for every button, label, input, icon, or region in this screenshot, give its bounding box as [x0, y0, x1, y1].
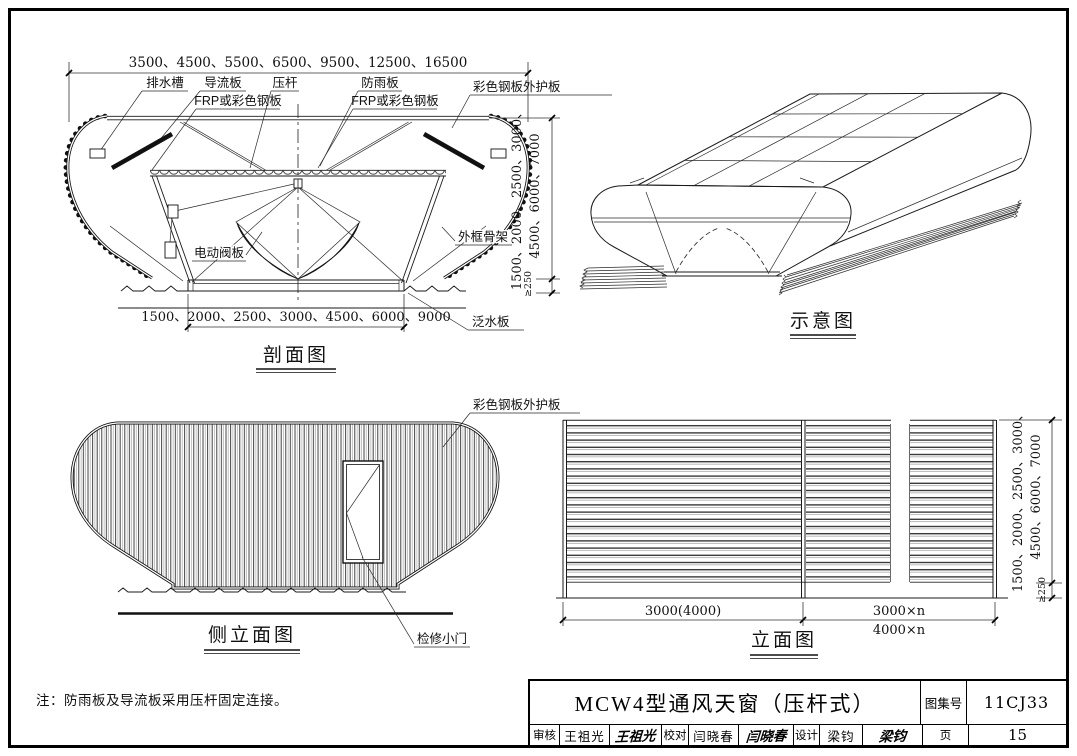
front-elevation-title: 立面图 — [751, 629, 817, 651]
reviewer-signature: 王祖光 — [610, 725, 662, 745]
rain-shield-label: 防雨板 — [361, 75, 399, 90]
schematic-view: 示意图 — [579, 92, 1032, 339]
reviewer-name: 王祖光 — [560, 725, 610, 745]
sheet-border — [8, 8, 1069, 748]
drain-channel — [89, 148, 106, 159]
valve-actuator — [167, 204, 179, 219]
schematic-title: 示意图 — [790, 310, 856, 332]
sheet-note: 注：防雨板及导流板采用压杆固定连接。 — [36, 693, 288, 708]
designer-signature: 梁钧 — [863, 725, 923, 745]
checker-name: 闫晓春 — [689, 725, 739, 745]
front-bays-3000n-dimension: 3000×n — [873, 604, 926, 619]
valve-leaf — [297, 222, 360, 280]
designer-name: 梁钧 — [820, 725, 863, 745]
page-label: 页 — [923, 725, 969, 745]
front-bay-dimension: 3000(4000) — [645, 604, 721, 619]
section-title: 剖面图 — [263, 344, 329, 366]
front-elevation-view: 3000(4000) 3000×n 4000×n 1500、2000、2500、… — [556, 408, 1062, 659]
deflector-plate — [110, 132, 174, 170]
deflector-plate — [422, 132, 486, 170]
atlas-number: 11CJ33 — [983, 693, 1050, 712]
drain-channel-label: 排水槽 — [146, 76, 184, 90]
section-outer-panel-label: 彩色钢板外护板 — [473, 79, 561, 94]
front-curb-min-dim: ≥250 — [1037, 577, 1048, 603]
designer-signature-text: 梁钧 — [878, 728, 907, 745]
drawing-title: MCW4型通风天窗（压杆式） — [530, 681, 921, 724]
checker-label: 校对 — [662, 725, 689, 745]
corrugated-roof-left — [579, 265, 668, 290]
front-height-dim-line1: 1500、2000、2500、3000、 — [1011, 408, 1026, 592]
front-bays-4000n-dimension: 4000×n — [873, 623, 926, 638]
access-door — [342, 460, 384, 564]
access-door-label: 检修小门 — [417, 631, 467, 646]
side-elevation-view: 彩色钢板外护板 检修小门 侧立面图 — [70, 397, 580, 654]
checker-signature-text: 闫晓春 — [745, 728, 787, 745]
side-elevation-title: 侧立面图 — [208, 624, 296, 646]
section-height-dim-line1: 1500、2000、2500、3000、 — [510, 106, 525, 290]
flashing-label: 泛水板 — [472, 315, 510, 329]
drain-channel — [490, 148, 507, 159]
side-outer-panel-label: 彩色钢板外护板 — [473, 397, 561, 412]
reviewer-label: 审核 — [530, 725, 560, 745]
valve-leaf — [236, 222, 299, 280]
checker-signature: 闫晓春 — [739, 725, 794, 745]
section-top-dimension: 3500、4500、5500、6500、9500、12500、16500 — [129, 55, 468, 71]
atlas-number-label: 图集号 — [921, 681, 967, 724]
title-block: MCW4型通风天窗（压杆式） 图集号 11CJ33 审核 王祖光 王祖光 校对 … — [528, 679, 1066, 745]
outer-frame-label: 外框骨架 — [458, 230, 508, 244]
frp-right-label: FRP或彩色钢板 — [351, 93, 439, 108]
reviewer-signature-text: 王祖光 — [614, 728, 657, 745]
section-bottom-dimension: 1500、2000、2500、3000、4500、6000、9000 — [141, 310, 451, 325]
page-number: 15 — [1007, 726, 1028, 744]
pressure-rod-label: 压杆 — [272, 76, 298, 90]
deflector-plate-label: 导流板 — [204, 76, 242, 90]
frp-left-label: FRP或彩色钢板 — [194, 93, 282, 108]
front-height-dim-line2: 4500、6000、7000 — [1029, 434, 1044, 559]
designer-label: 设计 — [794, 725, 820, 745]
section-view: 3500、4500、5500、6500、9500、12500、16500 排水槽… — [63, 55, 612, 373]
corrugated-roof-right — [778, 199, 1023, 296]
section-curb-min-dim: ≥250 — [523, 271, 534, 297]
section-height-dim-line2: 4500、6000、7000 — [528, 133, 543, 258]
electric-valve-label: 电动阀板 — [194, 246, 245, 260]
